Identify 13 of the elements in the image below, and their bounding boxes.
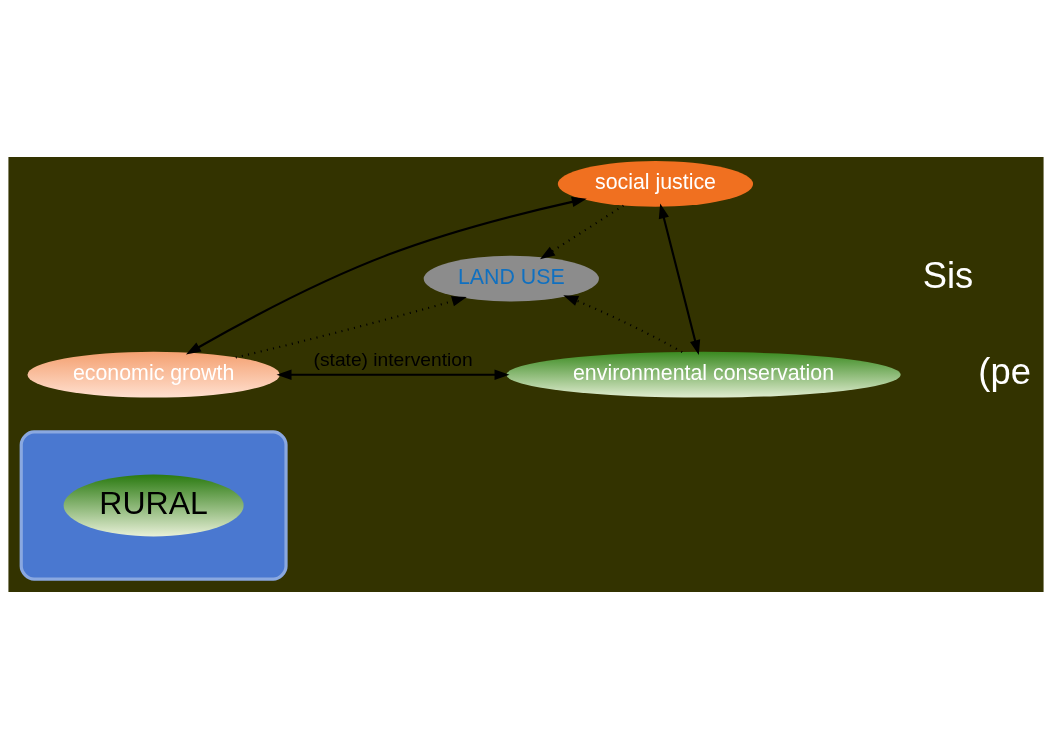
node-ellipse: environmental conservation (506, 351, 901, 398)
arrow (658, 203, 701, 355)
node-ellipse: economic growth (27, 351, 280, 398)
label: Sis (922, 254, 974, 296)
node-ellipse: LAND USE (423, 255, 599, 302)
arrow (235, 295, 467, 359)
arrow (185, 196, 587, 354)
arrow (540, 204, 625, 259)
arrow (563, 294, 683, 353)
arrow (276, 369, 510, 380)
node-ellipse: RURAL (63, 474, 244, 536)
cluster (19, 429, 288, 581)
label: (pe (978, 350, 1031, 392)
